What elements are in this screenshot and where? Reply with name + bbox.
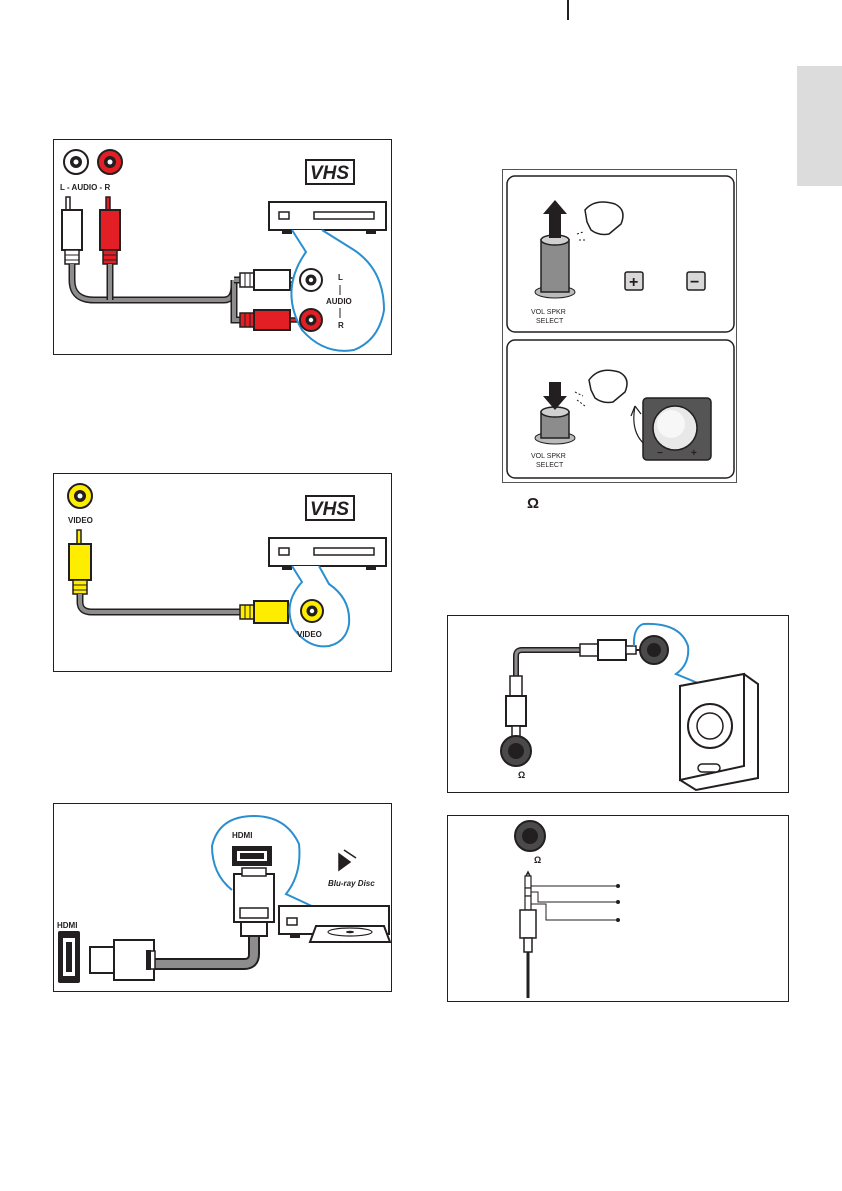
- hdmi-cable: [154, 932, 254, 964]
- jack-pinout-diagram: Ω: [448, 816, 789, 1002]
- bluray-logo: Blu-ray Disc: [328, 850, 375, 888]
- hdmi-connection-panel: HDMI HDMI: [53, 803, 392, 992]
- svg-text:Blu-ray Disc: Blu-ray Disc: [328, 879, 375, 888]
- headphone-jack-socket: [515, 821, 545, 851]
- composite-video-diagram: VIDEO VHS: [54, 474, 392, 672]
- minus-key-icon: −: [687, 272, 705, 291]
- tv-audio-jack-right: [98, 150, 122, 174]
- rca-plug-red-vertical: [100, 197, 120, 264]
- jack-ohm-label: Ω: [518, 770, 525, 780]
- jack-plug-horizontal: [580, 640, 648, 660]
- jack-ohm-label: Ω: [534, 855, 541, 865]
- vhs-logo: VHS: [306, 160, 354, 184]
- audio-cable: [72, 264, 234, 300]
- speaker-callout: [634, 624, 710, 688]
- page-top-rule: [567, 0, 569, 20]
- jack-pinout-panel: Ω: [447, 815, 789, 1002]
- stereo-jack-plug-icon: [520, 872, 536, 998]
- jack-plug-vertical: [506, 676, 526, 738]
- knob-minus-label: −: [657, 448, 663, 459]
- vol-spkr-label-bottom: SELECT: [536, 318, 564, 325]
- audio-rca-connection-panel: L - AUDIO - R: [53, 139, 392, 355]
- video-cable: [80, 594, 240, 612]
- callout-label-l: L: [338, 273, 343, 282]
- video-callout: VIDEO: [290, 566, 350, 646]
- tv-video-jack: [68, 484, 92, 508]
- rca-plug-red-horizontal: [240, 310, 302, 330]
- plus-key-icon: +: [625, 272, 643, 291]
- callout-hdmi-label: HDMI: [232, 831, 252, 840]
- vol-spkr-label-bottom-2: SELECT: [536, 462, 564, 469]
- hdmi-plug-vertical: [234, 868, 274, 936]
- vol-speaker-select-diagram: VOL SPKR SELECT + − VOL SPKR SELECT: [503, 170, 737, 483]
- composite-video-connection-panel: VIDEO VHS: [53, 473, 392, 672]
- tv-hdmi-label: HDMI: [57, 921, 77, 930]
- rca-plug-white-vertical: [62, 197, 82, 264]
- vcr-device-icon: [269, 538, 386, 570]
- speaker-icon: [680, 674, 758, 790]
- svg-text:+: +: [629, 274, 638, 291]
- headphone-jack-socket: [501, 736, 531, 766]
- volume-knob-icon: − +: [631, 398, 711, 460]
- vol-spkr-label-top: VOL SPKR: [531, 309, 566, 316]
- callout-label-audio: AUDIO: [326, 297, 352, 306]
- tv-hdmi-port-icon: [58, 931, 80, 983]
- speaker-connection-panel: Ω: [447, 615, 789, 793]
- rca-plug-yellow-vertical: [69, 530, 91, 594]
- audio-callout: L AUDIO R: [291, 230, 384, 351]
- knob-plus-label: +: [691, 448, 697, 459]
- ohm-symbol: Ω: [527, 495, 539, 512]
- audio-jack-label: L - AUDIO - R: [60, 183, 110, 192]
- bluray-player-icon: [279, 906, 390, 942]
- svg-text:−: −: [690, 274, 699, 291]
- pinout-lines: [531, 884, 620, 922]
- svg-text:VHS: VHS: [310, 163, 349, 184]
- audio-rca-diagram: L - AUDIO - R: [54, 140, 392, 355]
- speaker-connection-diagram: Ω: [448, 616, 789, 793]
- vol-spkr-label-top-2: VOL SPKR: [531, 453, 566, 460]
- language-tab: [797, 66, 842, 186]
- svg-text:VHS: VHS: [310, 499, 349, 520]
- vhs-logo: VHS: [306, 496, 354, 520]
- video-jack-label: VIDEO: [68, 516, 93, 525]
- vol-speaker-select-panel: VOL SPKR SELECT + − VOL SPKR SELECT: [502, 169, 737, 483]
- tv-audio-jack-left: [64, 150, 88, 174]
- hdmi-plug-horizontal: [90, 940, 155, 980]
- callout-label-r: R: [338, 321, 344, 330]
- audio-cable: [516, 650, 580, 676]
- callout-label-video: VIDEO: [297, 630, 322, 639]
- hdmi-diagram: HDMI HDMI: [54, 804, 392, 992]
- vcr-device-icon: [269, 202, 386, 234]
